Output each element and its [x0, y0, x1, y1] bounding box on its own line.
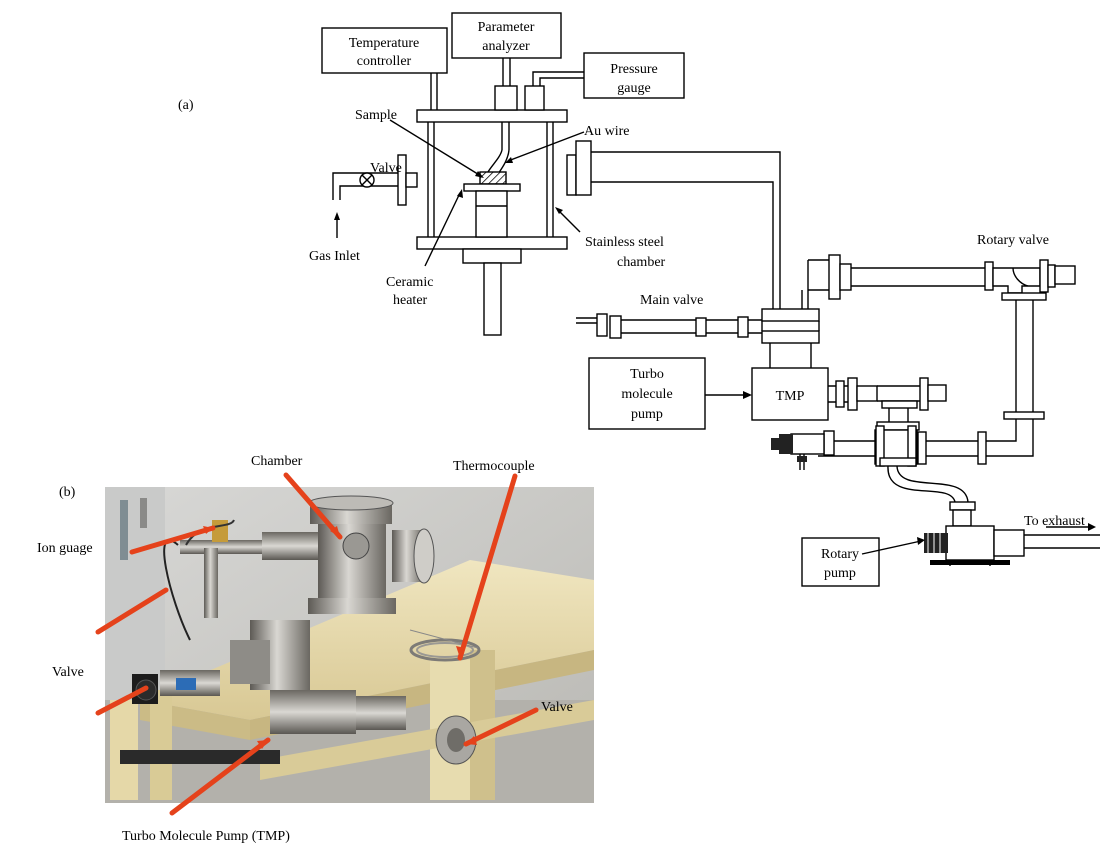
au-wire-label: Au wire	[584, 124, 630, 139]
rotary-pump: To exhaust Rotary pump	[802, 514, 1100, 586]
thermocouple-label: Thermocouple	[453, 459, 535, 474]
parameter-analyzer-line-2: analyzer	[482, 39, 530, 54]
rotary-pump-line-1: Rotary	[821, 547, 859, 562]
ceramic-heater-label-line-1: Ceramic	[386, 275, 433, 290]
turbo-pump-line-1: Turbo	[630, 367, 664, 382]
temperature-controller-line-1: Temperature	[349, 36, 420, 51]
parameter-analyzer-line-1: Parameter	[478, 20, 535, 35]
temperature-controller-line-2: controller	[357, 54, 412, 69]
turbo-molecule-pump-box: Turbo molecule pump	[589, 358, 752, 429]
main-valve-label: Main valve	[640, 293, 703, 308]
foreline	[771, 426, 986, 526]
chamber-label-line-2: chamber	[617, 255, 666, 270]
turbo-pump-line-2: molecule	[621, 387, 672, 402]
chamber-photo-label: Chamber	[251, 454, 303, 469]
tmp-block: TMP	[752, 368, 946, 430]
tmp-label: TMP	[776, 389, 805, 404]
panel-a-tag: (a)	[178, 98, 194, 113]
to-exhaust-label: To exhaust	[1024, 514, 1085, 529]
panel-b-photo: (b)	[37, 454, 594, 844]
photo-apparatus	[105, 487, 594, 803]
valve-left-label: Valve	[52, 665, 84, 680]
chamber-label-line-1: Stainless steel	[585, 235, 664, 250]
gas-inlet-label: Gas Inlet	[309, 249, 360, 264]
ion-gauge-label: Ion guage	[37, 541, 93, 556]
panel-b-tag: (b)	[59, 485, 76, 500]
pressure-gauge-line-1: Pressure	[610, 62, 657, 77]
turbo-pump-line-3: pump	[631, 407, 663, 422]
rotary-pump-line-2: pump	[824, 566, 856, 581]
tmp-photo-label: Turbo Molecule Pump (TMP)	[122, 829, 290, 844]
pressure-gauge-box: Pressure gauge	[533, 53, 684, 98]
stainless-steel-chamber	[333, 86, 591, 335]
parameter-analyzer-box: Parameter analyzer	[452, 13, 561, 88]
valve-label: Valve	[370, 161, 402, 176]
pressure-gauge-line-2: gauge	[617, 81, 650, 96]
ceramic-heater-label-line-2: heater	[393, 293, 428, 308]
temperature-controller-box: Temperature controller	[322, 28, 447, 110]
rotary-valve-label: Rotary valve	[977, 233, 1049, 248]
valve-right-label: Valve	[541, 700, 573, 715]
